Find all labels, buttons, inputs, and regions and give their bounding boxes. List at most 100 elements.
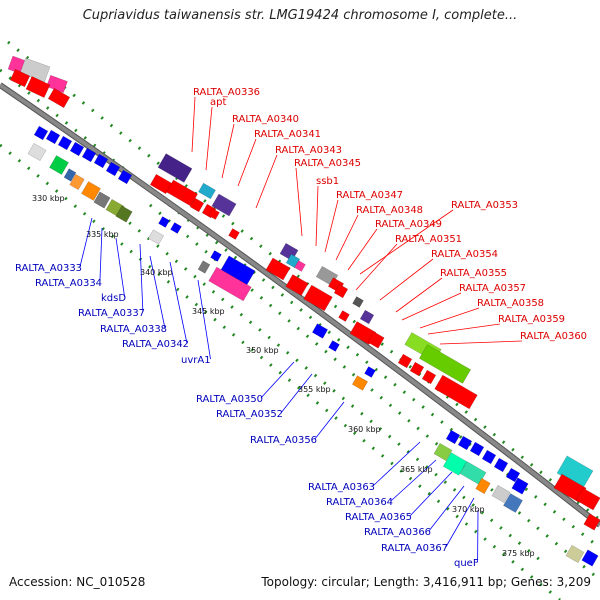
scale-label: 355 kbp <box>298 385 331 394</box>
gene-feature <box>294 260 306 272</box>
reverse-gene-label: kdsD <box>101 293 126 304</box>
reverse-gene-label: RALTA_A0334 <box>35 278 102 289</box>
forward-leader-line <box>191 96 196 153</box>
gene-feature <box>351 375 369 391</box>
gene-feature <box>581 549 599 567</box>
gene-feature <box>364 366 376 378</box>
forward-leader-line <box>335 214 359 261</box>
gene-feature <box>158 216 170 228</box>
reverse-gene-label: RALTA_A0352 <box>216 409 283 420</box>
reverse-leader-line <box>314 401 345 440</box>
reverse-leader-line <box>115 237 125 298</box>
reverse-gene-label: RALTA_A0350 <box>196 394 263 405</box>
gene-feature <box>445 429 461 445</box>
forward-gene-label: RALTA_A0341 <box>254 129 321 140</box>
forward-gene-label: RALTA_A0359 <box>498 314 565 325</box>
forward-leader-line <box>355 243 398 291</box>
gene-feature <box>311 323 329 339</box>
gene-feature <box>469 441 485 457</box>
label-leader-lines <box>79 96 523 563</box>
gene-feature <box>285 274 309 296</box>
forward-gene-label: RALTA_A0360 <box>520 331 587 342</box>
gene-feature <box>575 487 600 511</box>
forward-leader-line <box>221 123 235 179</box>
forward-leader-line <box>295 167 303 237</box>
forward-leader-line <box>347 228 378 271</box>
gene-feature <box>93 191 111 209</box>
gene-feature <box>409 361 425 377</box>
forward-gene-label: RALTA_A0336 <box>193 87 260 98</box>
gene-feature <box>475 477 491 495</box>
gene-feature <box>265 257 291 281</box>
gene-labels: RALTA_A0336aptRALTA_A0340RALTA_A0341RALT… <box>15 87 587 569</box>
reverse-gene-label: RALTA_A0367 <box>381 543 448 554</box>
gene-feature <box>105 161 121 177</box>
track-line <box>0 143 561 600</box>
gene-feature <box>208 266 252 302</box>
reverse-leader-line <box>428 485 465 532</box>
gene-feature <box>117 169 133 185</box>
scale-label: 365 kbp <box>400 465 433 474</box>
reverse-gene-label: RALTA_A0364 <box>326 497 393 508</box>
forward-leader-line <box>401 292 462 321</box>
reverse-gene-label: uvrA1 <box>181 355 211 366</box>
forward-leader-line <box>359 209 454 275</box>
gene-feature <box>228 228 240 240</box>
gene-feature <box>303 284 333 312</box>
reverse-gene-label: RALTA_A0363 <box>308 482 375 493</box>
gene-feature <box>69 173 85 191</box>
scale-label: 330 kbp <box>32 194 65 203</box>
gene-feature <box>434 374 478 410</box>
scale-label: 335 kbp <box>86 230 119 239</box>
gene-feature <box>27 142 47 162</box>
gene-feature <box>170 222 182 234</box>
gene-feature <box>459 461 487 485</box>
reverse-gene-label: RALTA_A0342 <box>122 339 189 350</box>
gene-feature <box>63 168 77 182</box>
gene-feature <box>491 484 511 504</box>
gene-features <box>7 55 600 567</box>
gene-feature <box>433 442 453 462</box>
gene-feature <box>421 369 437 385</box>
reverse-leader-line <box>445 497 475 548</box>
reverse-leader-line <box>149 255 166 329</box>
reverse-gene-label: RALTA_A0356 <box>250 435 317 446</box>
gene-feature <box>511 477 529 495</box>
forward-gene-label: RALTA_A0355 <box>440 268 507 279</box>
reverse-leader-line <box>197 279 211 360</box>
gene-feature <box>503 493 523 513</box>
gene-feature <box>583 513 600 531</box>
gene-feature <box>33 125 49 141</box>
gene-feature <box>210 250 222 262</box>
reverse-leader-line <box>260 361 295 399</box>
reverse-leader-line <box>79 217 93 268</box>
forward-leader-line <box>379 258 434 301</box>
forward-gene-label: RALTA_A0340 <box>232 114 299 125</box>
gene-feature <box>69 141 85 157</box>
scale-label: 340 kbp <box>140 268 173 277</box>
scale-label: 375 kbp <box>502 549 535 558</box>
gene-feature <box>197 260 211 274</box>
forward-gene-label: RALTA_A0354 <box>431 249 498 260</box>
gene-feature <box>189 197 205 213</box>
gene-feature <box>81 181 101 201</box>
backbone-line <box>0 83 600 527</box>
gene-feature <box>147 229 165 245</box>
forward-gene-label: ssb1 <box>316 176 339 187</box>
gene-feature <box>328 340 340 352</box>
forward-leader-line <box>315 185 319 247</box>
chromosome-backbone <box>0 82 600 528</box>
gene-feature <box>493 457 509 473</box>
gene-feature <box>93 153 109 169</box>
reverse-leader-line <box>409 471 453 517</box>
forward-gene-label: RALTA_A0347 <box>336 190 403 201</box>
gene-feature <box>25 76 51 98</box>
gene-feature <box>333 283 349 299</box>
gene-feature <box>457 435 473 451</box>
forward-leader-line <box>255 154 278 209</box>
forward-gene-label: apt <box>210 97 226 108</box>
gene-feature <box>45 129 61 145</box>
forward-gene-label: RALTA_A0343 <box>275 145 342 156</box>
